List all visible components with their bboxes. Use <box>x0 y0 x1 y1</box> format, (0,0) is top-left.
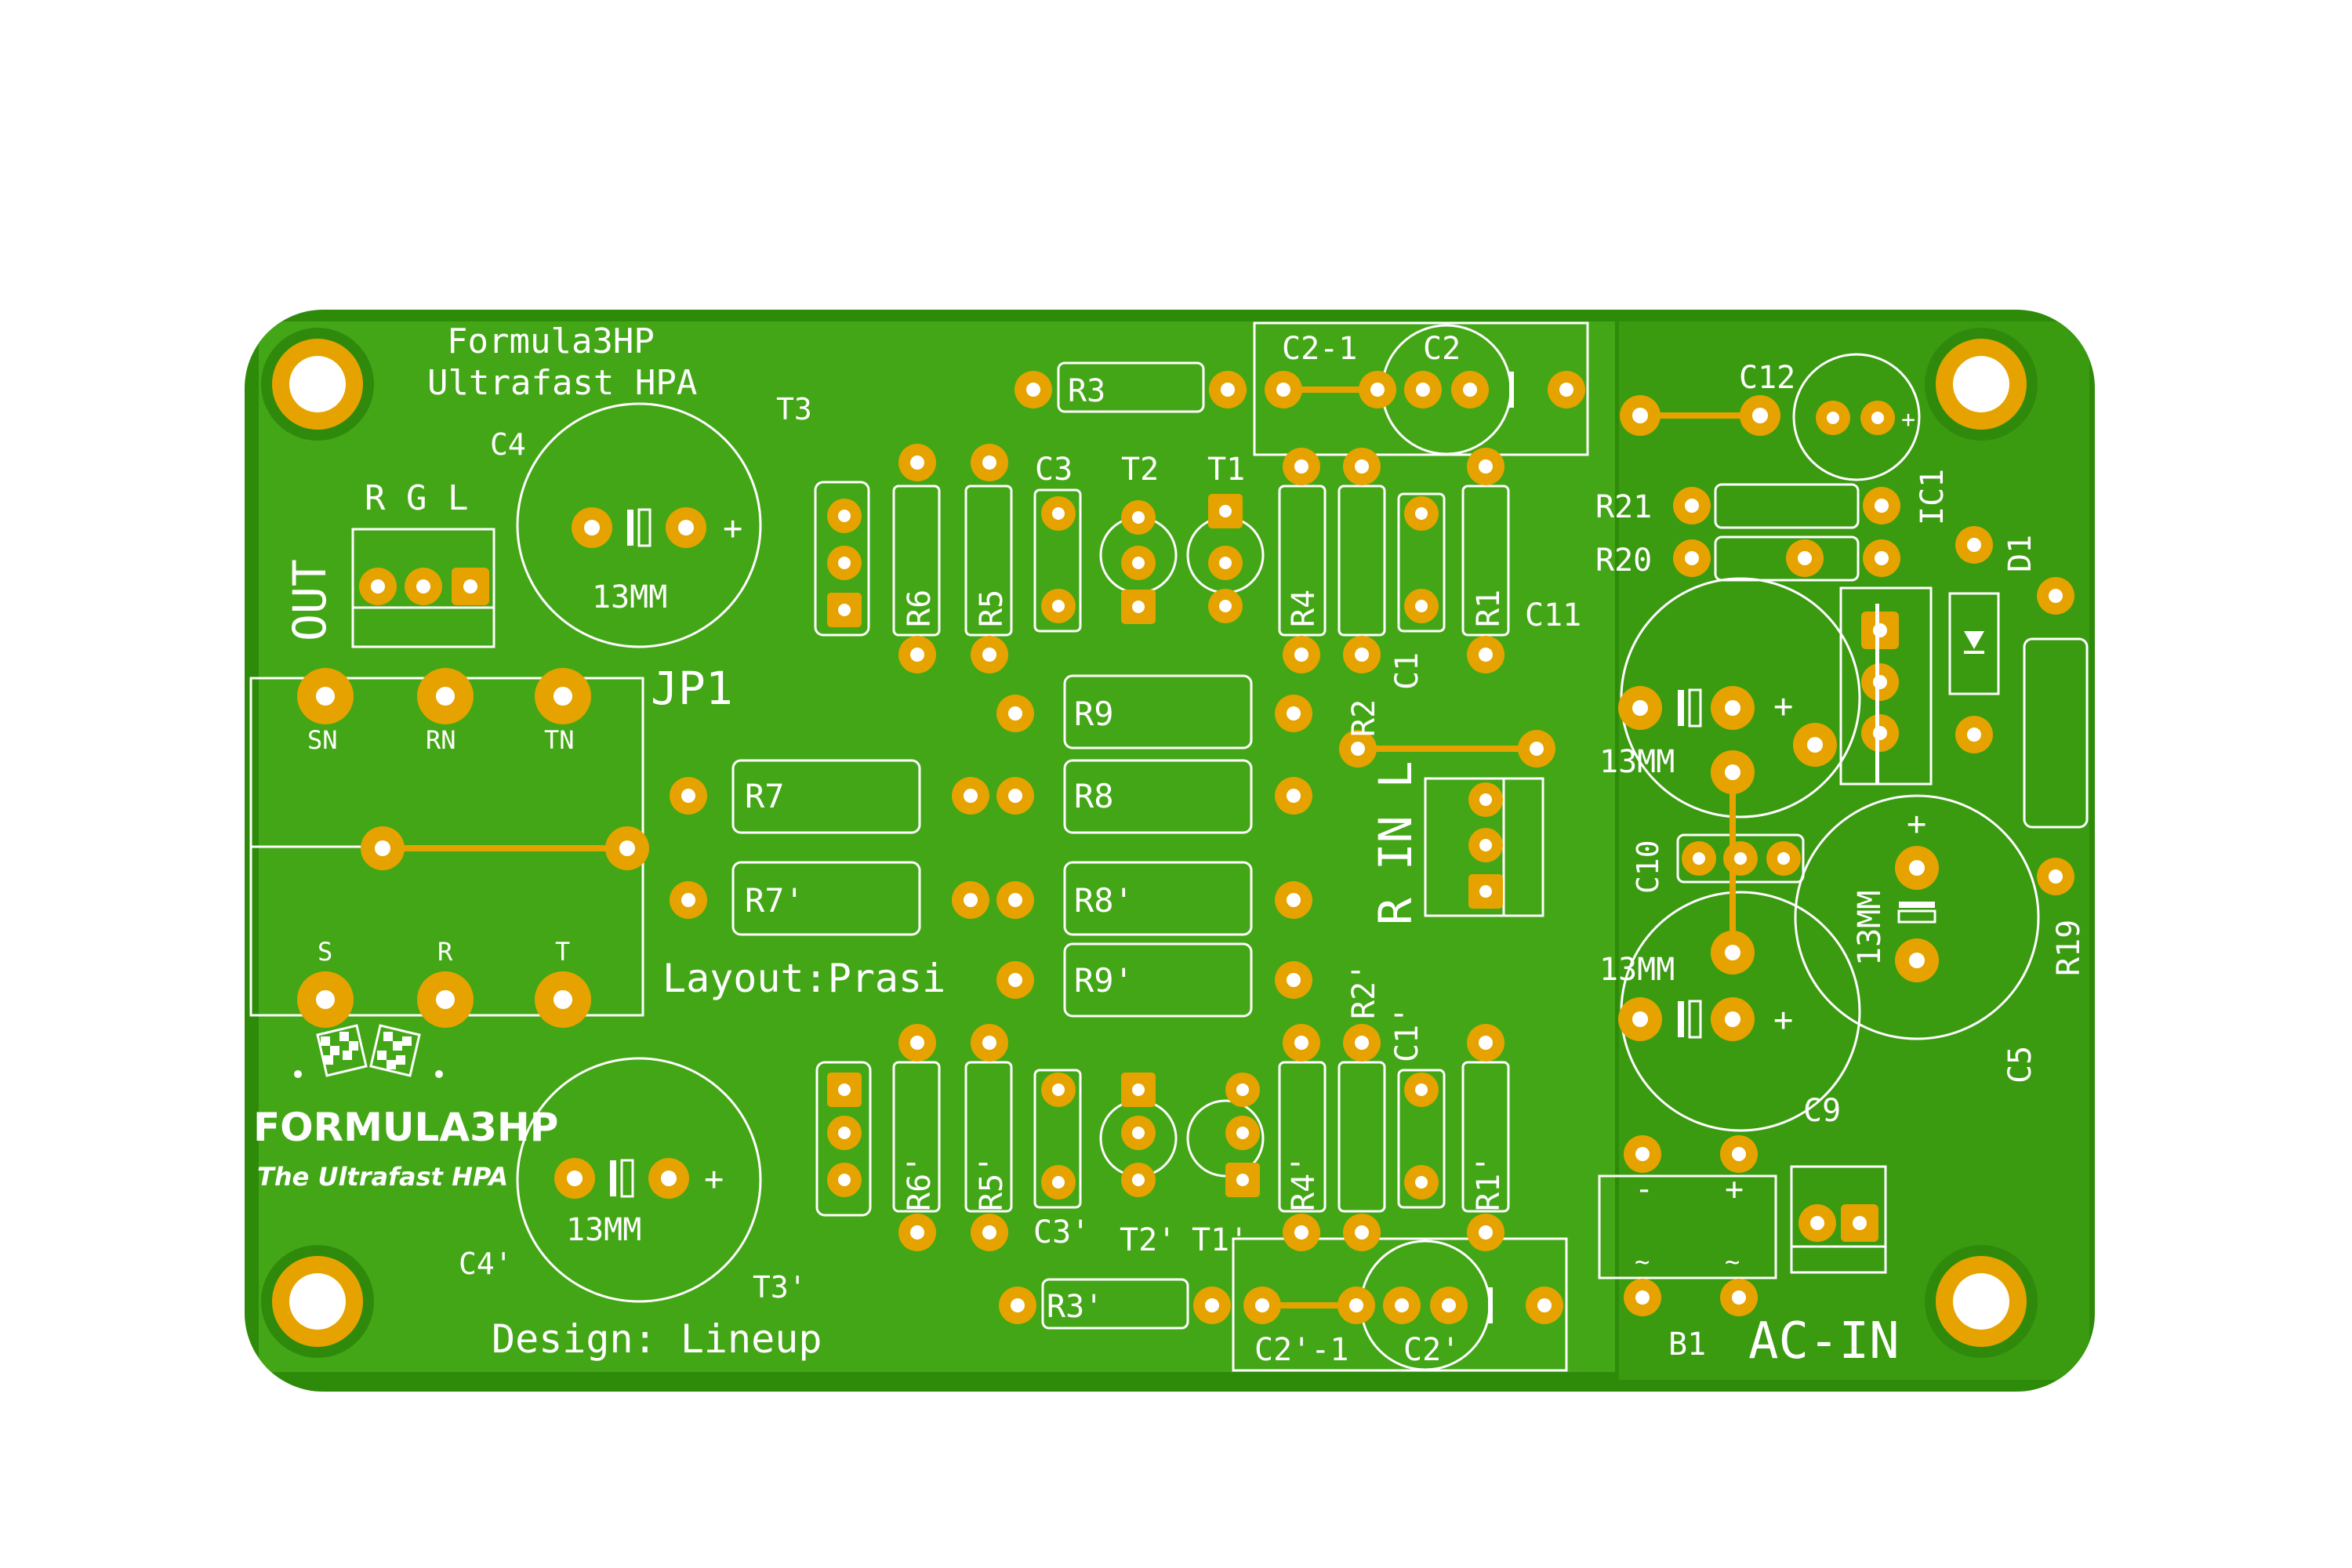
ref-c9: C9 <box>1803 1093 1841 1129</box>
ref-c11: C11 <box>1525 597 1581 633</box>
ref-r2-prime: R2' <box>1346 963 1382 1019</box>
ref-b1: B1 <box>1668 1327 1706 1363</box>
logo-sub: The Ultrafast HPA <box>257 1162 508 1192</box>
sn-label: SN <box>307 725 338 755</box>
t-label: T <box>555 937 570 967</box>
ref-c2-1: C2-1 <box>1282 331 1357 367</box>
c9-plus: + <box>1773 1000 1793 1039</box>
brand-line2: Ultrafast HPA <box>427 363 697 403</box>
ref-r4: R4 <box>1286 590 1322 627</box>
ref-c10: C10 <box>1631 840 1665 894</box>
tn-label: TN <box>544 725 575 755</box>
ref-c3-prime: C3' <box>1033 1214 1090 1250</box>
ref-c4: C4 <box>490 427 526 462</box>
brand-line1: Formula3HP <box>447 321 655 361</box>
r-label: R <box>437 937 453 967</box>
silkscreen-outlines <box>249 321 2089 1372</box>
ref-r5: R5 <box>974 590 1010 627</box>
ref-c1: C1 <box>1389 652 1425 690</box>
ref-r20: R20 <box>1595 543 1652 579</box>
ref-r6-prime: R6' <box>902 1155 938 1211</box>
c5-plus: + <box>1907 804 1926 843</box>
rn-label: RN <box>426 725 456 755</box>
silkscreen-text: Formula3HP Ultrafast HPA OUT R G L JP1 S… <box>253 321 2087 1370</box>
ref-t2-prime: T2' <box>1120 1222 1176 1258</box>
ref-r9-prime: R9' <box>1074 961 1134 1000</box>
c4p-plus: + <box>704 1160 724 1198</box>
ref-c12: C12 <box>1739 360 1795 396</box>
ref-r3: R3 <box>1068 373 1105 409</box>
s-label: S <box>318 937 332 967</box>
ref-r7-prime: R7' <box>745 881 804 920</box>
ref-c5: C5 <box>2002 1046 2038 1083</box>
ref-r7: R7 <box>745 777 785 815</box>
ref-r19: R19 <box>2051 920 2087 976</box>
rgl-label: R G L <box>365 478 468 518</box>
ref-r8-prime: R8' <box>1074 881 1134 920</box>
ref-r8: R8 <box>1074 777 1114 815</box>
in-label: R IN L <box>1369 760 1422 925</box>
ref-t3-prime: T3' <box>753 1270 807 1305</box>
design-credit: Design: Lineup <box>492 1316 822 1362</box>
ac-in-label: AC-IN <box>1748 1312 1900 1370</box>
c5-size: 13MM <box>1852 891 1888 966</box>
ref-c1-prime: C1' <box>1389 1006 1425 1062</box>
ref-r1-prime: R1' <box>1471 1155 1507 1211</box>
b1-ac2: ~ <box>1725 1247 1740 1276</box>
ref-t1: T1 <box>1207 452 1245 488</box>
ref-r21: R21 <box>1595 489 1652 525</box>
ref-c3: C3 <box>1035 452 1073 488</box>
ref-c2p: C2' <box>1403 1332 1460 1368</box>
c4p-size: 13MM <box>566 1212 641 1248</box>
ref-t3: T3 <box>776 392 812 426</box>
c12-plus: + <box>1901 406 1915 434</box>
ref-d1: D1 <box>2002 535 2038 572</box>
ref-r3-prime: R3' <box>1047 1289 1103 1325</box>
jp1-label: JP1 <box>651 662 733 715</box>
c11-size: 13MM <box>1599 744 1675 780</box>
ref-r4-prime: R4' <box>1286 1155 1322 1211</box>
ref-r5-prime: R5' <box>974 1155 1010 1211</box>
ref-ic1: IC1 <box>1915 469 1951 525</box>
out-label: OUT <box>283 559 336 641</box>
checkered-flag-icon <box>294 1024 443 1078</box>
ref-r9: R9 <box>1074 695 1114 733</box>
ref-r2: R2 <box>1346 699 1382 737</box>
b1-ac1: ~ <box>1635 1247 1650 1276</box>
layout-credit: Layout:Prasi <box>662 956 946 1001</box>
c4-size: 13MM <box>592 579 667 615</box>
ref-t1-prime: T1' <box>1192 1222 1248 1258</box>
c11-plus: + <box>1773 687 1793 725</box>
mounting-holes <box>261 328 2038 1358</box>
b1-plus: + <box>1725 1171 1744 1207</box>
ref-r6: R6 <box>902 590 938 627</box>
b1-minus: - <box>1635 1171 1653 1207</box>
ref-c2p-1: C2'-1 <box>1254 1332 1348 1368</box>
ref-r1: R1 <box>1471 590 1507 627</box>
ref-c2: C2 <box>1423 331 1461 367</box>
logo-main: FORMULA3HP <box>253 1105 558 1150</box>
ref-c4-prime: C4' <box>459 1247 513 1281</box>
polarity-marks <box>610 372 1984 1323</box>
c4-plus: + <box>723 509 742 547</box>
ref-t2: T2 <box>1121 452 1159 488</box>
c9-size: 13MM <box>1599 952 1675 988</box>
